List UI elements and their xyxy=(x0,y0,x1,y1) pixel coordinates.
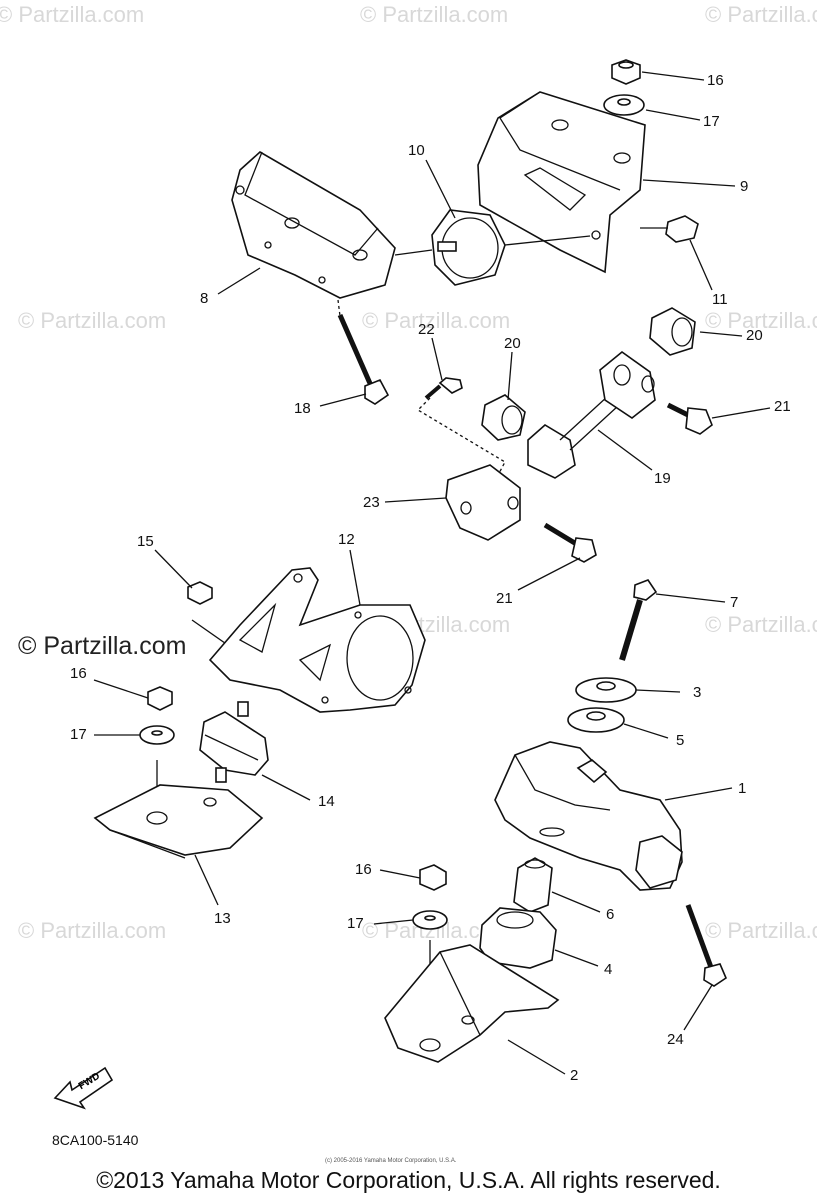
part-3-washer xyxy=(575,677,637,703)
part-24-bolt xyxy=(685,904,727,987)
watermark: © Partzilla.com xyxy=(360,2,509,27)
callout-17: 17 xyxy=(347,915,364,932)
part-23-bracket xyxy=(445,464,521,541)
callout-22: 22 xyxy=(418,321,435,338)
part-21-bolt-right xyxy=(666,402,713,435)
callout-7: 7 xyxy=(730,594,739,611)
part-13-bracket xyxy=(93,784,264,859)
callout-18: 18 xyxy=(294,400,311,417)
part-16-nut-lower xyxy=(419,864,447,891)
callout-5: 5 xyxy=(676,732,685,749)
part-21-bolt-lower xyxy=(543,522,597,563)
callout-16: 16 xyxy=(355,861,372,878)
watermark: © Partzilla.com xyxy=(362,308,511,333)
fwd-arrow-icon xyxy=(53,1066,114,1110)
callout-20: 20 xyxy=(504,335,521,352)
callout-14: 14 xyxy=(318,793,335,810)
part-20-bushing-right xyxy=(649,307,696,356)
watermark: © Partzilla.com xyxy=(18,918,167,943)
callout-6: 6 xyxy=(606,906,615,923)
part-5-washer xyxy=(567,707,625,733)
callout-17: 17 xyxy=(703,113,720,130)
part-19-torque-rod xyxy=(527,350,656,479)
part-12-bracket xyxy=(208,567,426,713)
callout-4: 4 xyxy=(604,961,613,978)
part-20-bushing-middle xyxy=(481,394,526,441)
callout-3: 3 xyxy=(693,684,702,701)
callout-19: 19 xyxy=(654,470,671,487)
callout-13: 13 xyxy=(214,910,231,927)
part-8-bracket xyxy=(231,151,433,299)
callout-2: 2 xyxy=(570,1067,579,1084)
callout-1: 1 xyxy=(738,780,747,797)
watermark: © Partzilla.com xyxy=(705,612,817,637)
part-7-bolt xyxy=(619,579,658,661)
part-10-engine-mount xyxy=(431,209,591,286)
watermark: © Partzilla.com xyxy=(705,2,817,27)
watermark: © Partzilla.com xyxy=(18,308,167,333)
part-16-nut-top xyxy=(611,59,641,85)
watermark: © Partzilla.com xyxy=(0,2,145,27)
part-9-bracket xyxy=(477,91,646,274)
callout-21: 21 xyxy=(774,398,791,415)
part-15-nut xyxy=(187,581,233,649)
part-6-collar xyxy=(513,857,553,913)
callout-20: 20 xyxy=(746,327,763,344)
watermark: © Partzilla.com xyxy=(705,308,817,333)
callout-24: 24 xyxy=(667,1031,684,1048)
callout-16: 16 xyxy=(70,665,87,682)
diagram-code: 8CA100-5140 xyxy=(52,1132,139,1148)
callout-8: 8 xyxy=(200,290,209,307)
part-2-bracket xyxy=(384,944,560,1063)
part-1-bracket xyxy=(494,741,683,891)
watermark: © Partzilla.com xyxy=(705,918,817,943)
part-14-rubber-mount xyxy=(199,701,269,783)
part-16-nut-left xyxy=(147,686,173,711)
watermark-main: © Partzilla.com xyxy=(18,632,187,660)
small-copyright: (c) 2005-2016 Yamaha Motor Corporation, … xyxy=(325,1158,457,1164)
callout-11: 11 xyxy=(712,291,728,308)
part-11-bushing xyxy=(640,215,699,243)
callout-15: 15 xyxy=(137,533,154,550)
leader-lines xyxy=(93,71,771,1075)
callout-17: 17 xyxy=(70,726,87,743)
part-18-bolt xyxy=(337,299,390,405)
callout-10: 10 xyxy=(408,142,425,159)
part-17-washer-top xyxy=(603,94,645,116)
callout-21: 21 xyxy=(496,590,513,607)
callout-23: 23 xyxy=(363,494,380,511)
copyright-notice: ©2013 Yamaha Motor Corporation, U.S.A. A… xyxy=(96,1167,721,1193)
callout-9: 9 xyxy=(740,178,749,195)
callout-16: 16 xyxy=(707,72,724,89)
callout-12: 12 xyxy=(338,531,355,548)
